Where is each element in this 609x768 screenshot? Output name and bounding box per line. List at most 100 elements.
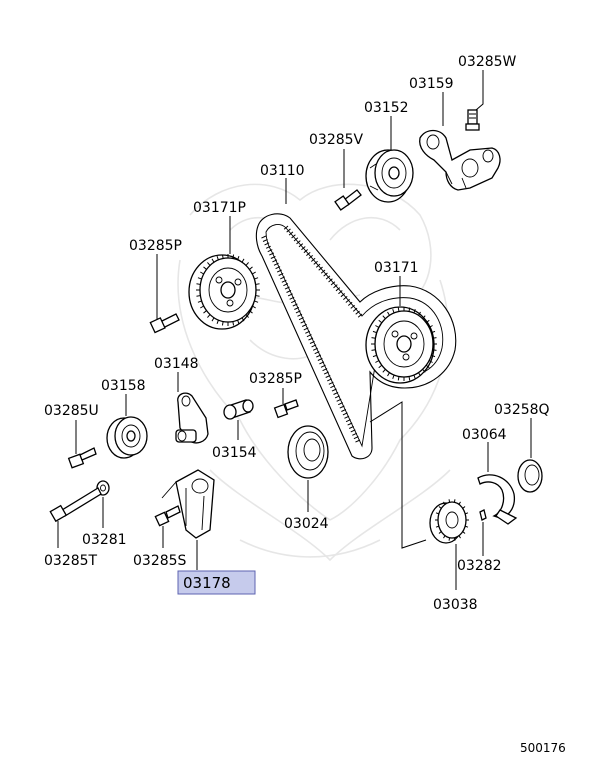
- gear-tooth: [375, 360, 380, 363]
- label-03152[interactable]: 03152: [364, 100, 409, 116]
- belt-tooth: [283, 225, 289, 230]
- bolt-03285w[interactable]: [465, 109, 480, 131]
- label-03285p-mid[interactable]: 03285P: [249, 371, 302, 387]
- bolt-03285p-mid[interactable]: [273, 399, 299, 419]
- bolt-03285t[interactable]: [49, 487, 102, 523]
- belt-tooth: [269, 252, 275, 256]
- bolt-03285u[interactable]: [67, 447, 97, 469]
- belt-tooth: [306, 334, 312, 338]
- belt-tooth: [312, 347, 318, 351]
- belt-tooth: [338, 290, 343, 295]
- belt-tooth: [330, 281, 336, 286]
- label-03148[interactable]: 03148: [154, 356, 199, 372]
- label-03282[interactable]: 03282: [457, 558, 502, 574]
- auto-tensioner-03178[interactable]: [161, 469, 215, 539]
- gear-tooth: [432, 349, 437, 351]
- belt-tooth: [265, 245, 271, 249]
- belt-tooth: [331, 388, 337, 392]
- tensioner-bracket-03159[interactable]: [419, 129, 501, 191]
- belt-tooth: [288, 231, 294, 236]
- gear-tooth: [413, 374, 416, 379]
- bolt-03285p-top[interactable]: [149, 313, 180, 334]
- tensioner-arm-03148[interactable]: [175, 392, 209, 444]
- belt-tooth: [275, 266, 281, 270]
- flange-03064[interactable]: [477, 474, 518, 525]
- gear-tooth: [397, 307, 400, 312]
- gear-tooth: [249, 310, 253, 314]
- sprocket-03171[interactable]: [365, 306, 437, 384]
- camshaft-sprocket-03171p[interactable]: [188, 254, 260, 330]
- label-03024[interactable]: 03024: [284, 516, 329, 532]
- spacer-03154[interactable]: [223, 399, 254, 420]
- label-03038[interactable]: 03038: [433, 597, 478, 613]
- label-03285p-top[interactable]: 03285P: [129, 238, 182, 254]
- label-03064[interactable]: 03064: [462, 427, 507, 443]
- label-03154[interactable]: 03154: [212, 445, 257, 461]
- gear-tooth: [425, 319, 430, 324]
- belt-tooth: [283, 283, 289, 287]
- gear-tooth: [255, 283, 260, 285]
- label-03285s[interactable]: 03285S: [133, 553, 187, 569]
- belt-tooth: [311, 344, 317, 348]
- bolt-03285s[interactable]: [154, 505, 181, 527]
- key-03282[interactable]: [479, 509, 487, 521]
- leader-lines: [57, 70, 532, 590]
- gear-tooth: [197, 277, 202, 280]
- idler-pulley-03152[interactable]: [365, 149, 414, 203]
- belt-tooth: [300, 320, 306, 324]
- belt-tooth: [278, 272, 284, 276]
- gear-tooth: [232, 321, 235, 326]
- belt-tooth: [333, 391, 339, 395]
- gear-tooth: [428, 360, 433, 363]
- belt-tooth: [273, 262, 279, 266]
- belt-tooth: [286, 289, 292, 293]
- belt-tooth: [335, 287, 341, 292]
- crank-sprocket-03038[interactable]: [429, 499, 469, 544]
- belt-tooth: [328, 381, 334, 385]
- belt-tooth: [267, 249, 273, 253]
- label-03158[interactable]: 03158: [101, 378, 146, 394]
- timing-belt[interactable]: [255, 213, 457, 460]
- label-03285w[interactable]: 03285W: [458, 54, 517, 70]
- belt-tooth: [341, 408, 347, 412]
- belt-tooth: [328, 278, 333, 283]
- gear-tooth: [237, 256, 240, 261]
- label-03159[interactable]: 03159: [409, 76, 454, 92]
- label-03285u[interactable]: 03285U: [44, 403, 99, 419]
- belt-tooth: [353, 436, 359, 440]
- label-03178[interactable]: 03178: [183, 574, 231, 592]
- label-03171p[interactable]: 03171P: [193, 200, 246, 216]
- gear-tooth: [448, 537, 451, 541]
- washer-03024[interactable]: [287, 425, 329, 479]
- gear-tooth: [382, 315, 386, 320]
- tensioner-pulley-03158[interactable]: [106, 416, 148, 459]
- belt-tooth: [291, 300, 296, 304]
- belt-tooth: [350, 429, 356, 433]
- gear-tooth: [392, 374, 395, 379]
- belt-tooth: [264, 242, 270, 246]
- gear-tooth: [249, 266, 253, 270]
- gear-tooth: [418, 311, 421, 316]
- gear-tooth: [382, 368, 386, 373]
- label-03258q[interactable]: 03258Q: [494, 402, 550, 418]
- gear-tooth: [251, 271, 256, 275]
- belt-tooth: [287, 293, 293, 297]
- belt-tooth: [338, 402, 343, 406]
- belt-tooth: [336, 398, 342, 402]
- belt-tooth: [262, 238, 268, 242]
- belt-tooth: [323, 272, 328, 277]
- label-03281[interactable]: 03281: [82, 532, 127, 548]
- label-03171[interactable]: 03171: [374, 260, 419, 276]
- gear-tooth: [221, 321, 224, 326]
- label-03285v[interactable]: 03285V: [309, 132, 364, 148]
- gear-tooth: [196, 283, 201, 285]
- gear-tooth: [392, 309, 395, 314]
- label-03110[interactable]: 03110: [260, 163, 305, 179]
- gear-tooth: [221, 254, 224, 259]
- bolt-03285v[interactable]: [334, 189, 362, 211]
- seal-03258q[interactable]: [517, 459, 543, 493]
- belt-tooth: [310, 257, 316, 262]
- gear-tooth: [462, 506, 466, 509]
- label-03285t[interactable]: 03285T: [44, 553, 98, 569]
